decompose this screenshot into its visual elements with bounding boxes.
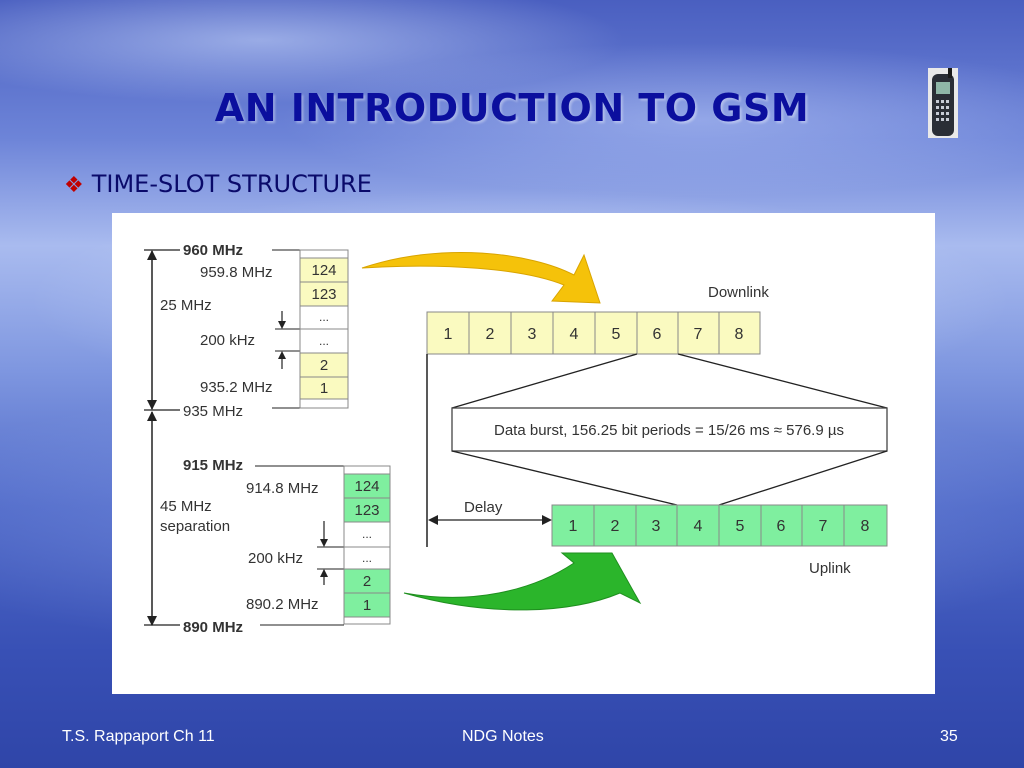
footer-center: NDG Notes (462, 728, 544, 745)
downlink-label: Downlink (708, 284, 769, 301)
uplink-slot: 3 (652, 518, 661, 535)
downlink-slot: 4 (570, 326, 579, 343)
uplink-slot: 6 (777, 518, 786, 535)
uplink-top-freq: 915 MHz (183, 457, 243, 474)
separation-label-2: separation (160, 518, 230, 535)
downlink-top-channel-freq: 959.8 MHz (200, 264, 273, 281)
page-number: 35 (940, 728, 958, 745)
uplink-label: Uplink (809, 560, 851, 577)
uplink-bottom-channel-freq: 890.2 MHz (246, 596, 319, 613)
downlink-top-freq: 960 MHz (183, 242, 243, 259)
downlink-slot: 5 (612, 326, 621, 343)
uplink-top-channel-freq: 914.8 MHz (246, 480, 319, 497)
uplink-channel: 2 (363, 573, 371, 590)
downlink-channel: ... (319, 310, 329, 324)
downlink-slot: 1 (444, 326, 453, 343)
uplink-slot: 7 (819, 518, 828, 535)
bullet-item: ❖ TIME-SLOT STRUCTURE (64, 170, 372, 198)
downlink-slots: 1 2 3 4 5 6 7 8 (426, 311, 761, 355)
downlink-slot: 6 (653, 326, 662, 343)
downlink-bandwidth: 25 MHz (160, 297, 212, 314)
downlink-bottom-freq: 935 MHz (183, 403, 243, 420)
uplink-slot: 5 (736, 518, 745, 535)
slide-title: AN INTRODUCTION TO GSM (214, 86, 810, 130)
downlink-bottom-channel-freq: 935.2 MHz (200, 379, 273, 396)
downlink-channel: 124 (311, 262, 336, 279)
uplink-slot: 8 (861, 518, 870, 535)
uplink-bottom-freq: 890 MHz (183, 619, 243, 636)
uplink-slot: 1 (569, 518, 578, 535)
downlink-arrow (361, 251, 601, 304)
uplink-channel: 123 (354, 502, 379, 519)
uplink-slots: 1 2 3 4 5 6 7 8 (551, 504, 888, 547)
mobile-phone-icon (928, 68, 958, 138)
data-burst-text: Data burst, 156.25 bit periods = 15/26 m… (494, 422, 844, 439)
uplink-channel: 1 (363, 597, 371, 614)
downlink-channel: 2 (320, 357, 328, 374)
downlink-slot: 7 (694, 326, 703, 343)
uplink-slot: 2 (611, 518, 620, 535)
downlink-slot: 8 (735, 326, 744, 343)
downlink-spacing: 200 kHz (200, 332, 255, 349)
footer-author: T.S. Rappaport Ch 11 (62, 728, 215, 745)
uplink-channel: 124 (354, 478, 379, 495)
downlink-slot: 3 (528, 326, 537, 343)
delay-label: Delay (464, 499, 503, 516)
uplink-spacing: 200 kHz (248, 550, 303, 567)
uplink-band: 915 MHz 914.8 MHz 45 MHz separation 200 … (144, 411, 391, 636)
downlink-channel: 123 (311, 286, 336, 303)
bullet-text: TIME-SLOT STRUCTURE (91, 170, 372, 198)
uplink-slot: 4 (694, 518, 703, 535)
uplink-channel: ... (362, 551, 372, 565)
downlink-slot: 2 (486, 326, 495, 343)
downlink-band: 960 MHz 959.8 MHz 25 MHz 200 kHz 935.2 M… (144, 242, 349, 420)
uplink-channel: ... (362, 527, 372, 541)
separation-label-1: 45 MHz (160, 498, 212, 515)
diamond-bullet-icon: ❖ (64, 173, 84, 198)
downlink-channel: 1 (320, 380, 328, 397)
data-burst-box (451, 407, 888, 452)
uplink-arrow (403, 552, 642, 611)
gsm-diagram-panel: 960 MHz 959.8 MHz 25 MHz 200 kHz 935.2 M… (112, 213, 935, 694)
downlink-channel: ... (319, 334, 329, 348)
